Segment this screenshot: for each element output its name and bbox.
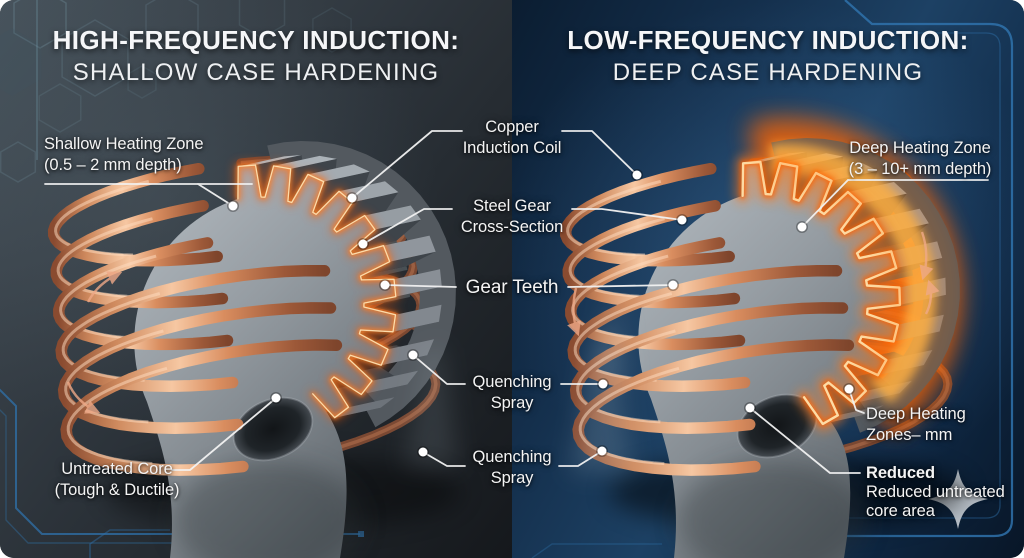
- left-title: HIGH-FREQUENCY INDUCTION: SHALLOW CASE H…: [0, 25, 512, 87]
- right-scene: [531, 0, 1014, 558]
- label-deep-heating-zone: Deep Heating Zone (3 – 10+ mm depth): [848, 139, 992, 178]
- right-title: LOW-FREQUENCY INDUCTION: DEEP CASE HARDE…: [512, 25, 1024, 87]
- quench-mist: [570, 300, 632, 472]
- label-steel-gear-cross-section: Steel Gear Cross-Section: [460, 197, 564, 236]
- right-title-line1: LOW-FREQUENCY INDUCTION:: [567, 25, 969, 55]
- circuit-frame-right: [531, 0, 1014, 558]
- label-quenching-spray-2: Quenching Spray: [472, 448, 552, 487]
- left-title-line1: HIGH-FREQUENCY INDUCTION:: [52, 25, 460, 55]
- gear-right: [559, 115, 965, 558]
- left-title-line2: SHALLOW CASE HARDENING: [72, 59, 440, 86]
- label-reduced-core: Reduced Reduced untreated core area: [866, 464, 1005, 520]
- right-title-line2: DEEP CASE HARDENING: [612, 59, 924, 86]
- hex-pattern: [0, 0, 352, 183]
- circuit-traces-left: [0, 388, 364, 558]
- label-untreated-core: Untreated Core (Tough & Ductile): [54, 460, 180, 499]
- label-shallow-heating-zone: Shallow Heating Zone (0.5 – 2 mm depth): [44, 135, 204, 174]
- current-direction-arrows: [567, 231, 940, 337]
- shallow-heating-glow: [234, 161, 400, 422]
- label-quenching-spray-1: Quenching Spray: [472, 373, 552, 412]
- label-deep-heating-zones-mm: Deep Heating Zones– mm: [866, 405, 966, 444]
- current-direction-arrows: [66, 271, 123, 414]
- label-copper-induction-coil: Copper Induction Coil: [462, 118, 562, 157]
- label-gear-teeth: Gear Teeth: [465, 277, 559, 298]
- induction-coil-front: [47, 162, 343, 476]
